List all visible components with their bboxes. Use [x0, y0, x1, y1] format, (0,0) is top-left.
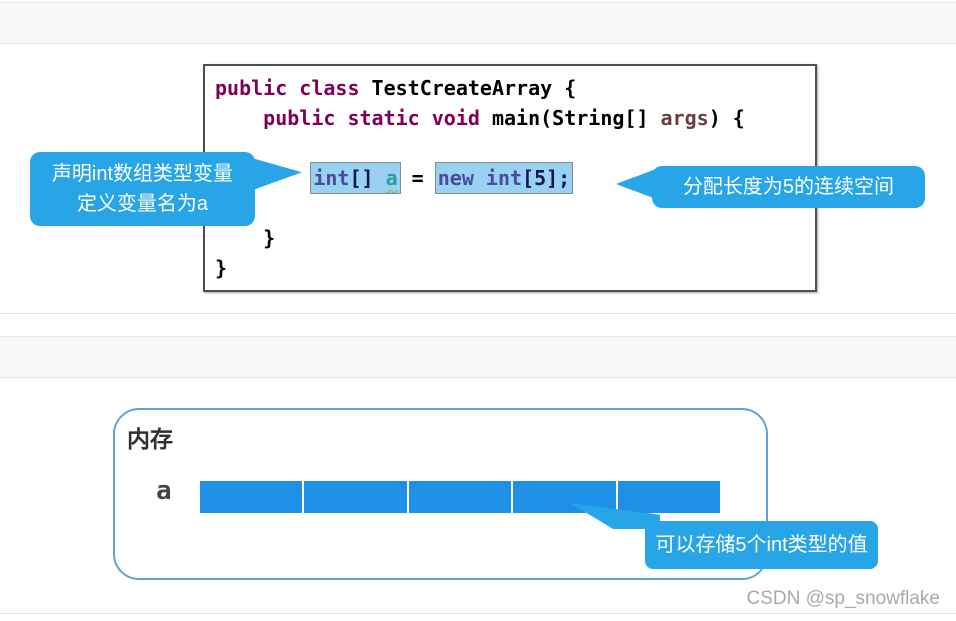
code-highlight: new int[5]; — [434, 162, 574, 194]
code-line — [215, 133, 815, 163]
code-highlight: int[] a — [310, 162, 401, 194]
callout-declare: 声明int数组类型变量 定义变量名为a — [30, 152, 255, 226]
memory-cell — [200, 481, 305, 513]
code-block: public class TestCreateArray { public st… — [215, 73, 815, 283]
code-line: } — [215, 226, 276, 250]
code-line: public static void main(String[] args) { — [263, 106, 745, 130]
callout-declare-line1: 声明int数组类型变量 — [51, 163, 234, 185]
memory-cell — [304, 481, 409, 513]
code-line: public class TestCreateArray { — [215, 76, 577, 100]
memory-title: 内存 — [127, 426, 173, 452]
memory-cell — [513, 481, 618, 513]
separator-line-bottom — [0, 613, 956, 614]
callout-declare-line2: 定义变量名为a — [76, 193, 209, 215]
separator-band-top — [0, 2, 956, 44]
code-line: } — [215, 256, 228, 280]
watermark: CSDN @sp_snowflake — [746, 588, 940, 609]
memory-bar — [200, 481, 720, 513]
memory-cell — [409, 481, 514, 513]
code-line: int[] a = new int[5]; — [215, 162, 815, 194]
callout-allocate-text: 分配长度为5的连续空间 — [682, 176, 895, 198]
callout-store-text: 可以存储5个int类型的值 — [655, 534, 868, 556]
callout-allocate: 分配长度为5的连续空间 — [652, 166, 925, 208]
callout-store: 可以存储5个int类型的值 — [645, 521, 878, 569]
memory-cell — [618, 481, 720, 513]
separator-line — [0, 313, 956, 314]
separator-band-mid — [0, 336, 956, 378]
array-variable-label: a — [156, 476, 172, 506]
